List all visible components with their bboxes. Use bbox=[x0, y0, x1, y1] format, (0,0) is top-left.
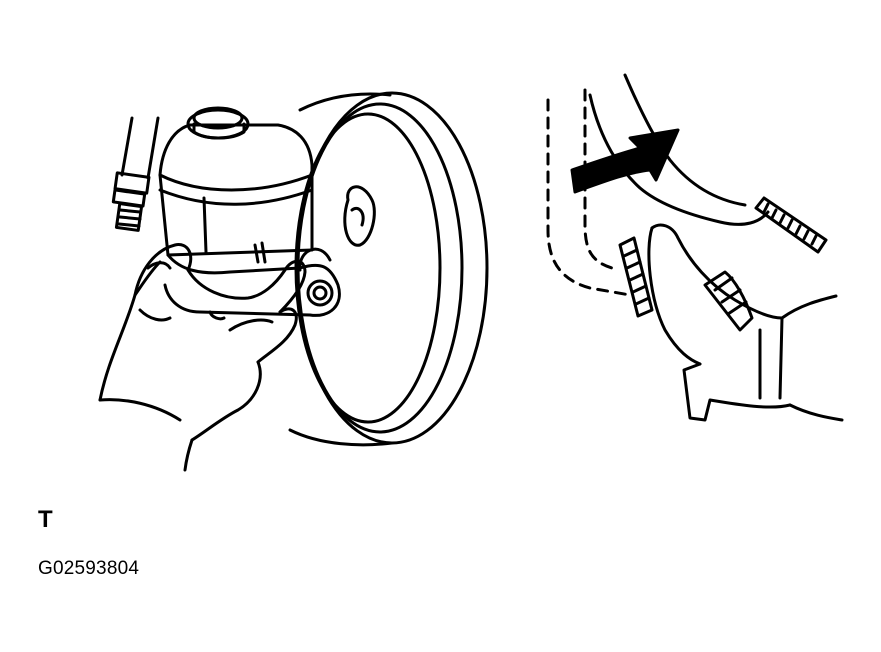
master-cylinder bbox=[158, 106, 341, 317]
motion-arrow bbox=[570, 128, 680, 194]
figure-code: G02593804 bbox=[38, 558, 140, 579]
brake-booster bbox=[288, 91, 489, 447]
pedal-arm-dashed bbox=[546, 88, 632, 297]
brake-line bbox=[111, 116, 160, 232]
caption-letter: T bbox=[38, 506, 53, 533]
hand bbox=[98, 243, 307, 472]
brake-pedal bbox=[588, 73, 828, 318]
foot bbox=[647, 223, 844, 422]
